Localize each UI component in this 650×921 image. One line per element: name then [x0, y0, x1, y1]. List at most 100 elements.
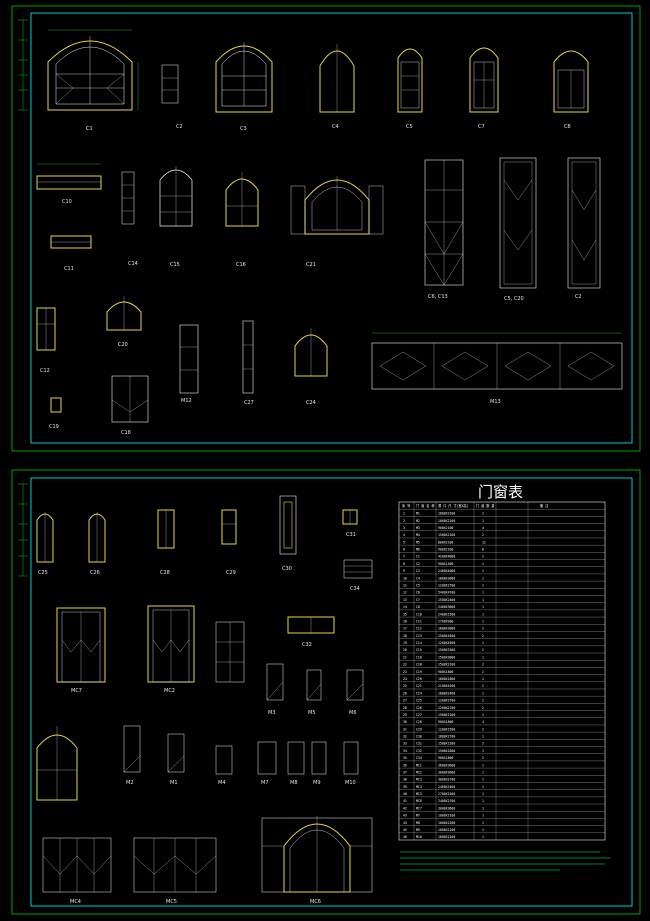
schedule-cell: 1: [482, 770, 484, 774]
schedule-cell: 1: [482, 821, 484, 825]
door-m3: [266, 663, 284, 701]
schedule-cell: 20: [403, 648, 407, 652]
window-c15: [159, 166, 193, 227]
label-c5: C5: [406, 124, 413, 130]
schedule-cell: M1: [416, 512, 420, 516]
schedule-cell: 1500X3000: [438, 655, 455, 659]
schedule-cell: 8: [403, 562, 405, 566]
schedule-cell: 1: [482, 792, 484, 796]
schedule-cell: 1: [482, 576, 484, 580]
schedule-cell: M9: [416, 828, 420, 832]
bottom-sheet: C25 C26 C28 C29 C30 C31 C34 C32 MC7 MC2 …: [11, 469, 641, 915]
schedule-cell: 1: [482, 799, 484, 803]
schedule-cell: 44: [403, 821, 407, 825]
schedule-cell: C32: [416, 749, 422, 753]
schedule-cell: 1200X2700: [438, 706, 455, 710]
schedule-cell: 1: [482, 562, 484, 566]
door-m5: [306, 669, 322, 701]
schedule-cell: MC6: [416, 799, 422, 803]
label-m3: M3: [268, 710, 276, 716]
schedule-cell: C25: [416, 699, 422, 703]
label-mc2: MC2: [164, 688, 175, 694]
schedule-cell: 1: [482, 749, 484, 753]
label-m1: M1: [170, 780, 178, 786]
door-m1: [167, 733, 185, 773]
schedule-cell: 1: [482, 584, 484, 588]
door-m2: [123, 725, 141, 773]
schedule-cell: MC3: [416, 778, 422, 782]
schedule-cell: C24: [416, 691, 422, 695]
schedule-cell: 17: [403, 627, 407, 631]
schedule-cell: 1500X2100: [438, 713, 455, 717]
label-c25: C25: [38, 570, 48, 576]
schedule-cell: 32: [403, 735, 407, 739]
schedule-cell: 1: [482, 835, 484, 839]
label-c16: C16: [236, 262, 246, 268]
schedule-cell: 1: [482, 778, 484, 782]
schedule-cell: 1000X2100: [438, 814, 455, 818]
schedule-cell: 41: [403, 799, 407, 803]
schedule-cell: 4: [482, 720, 484, 724]
window-c14: [121, 171, 135, 225]
door-m10: [343, 741, 359, 775]
label-c2-tall: C2: [575, 294, 582, 300]
top-sheet-title-strip: [18, 19, 28, 111]
schedule-cell: C6: [416, 591, 420, 595]
schedule-cell: C19: [416, 670, 422, 674]
schedule-cell: 22: [403, 663, 407, 667]
label-c3: C3: [240, 126, 247, 132]
schedule-cell: 2400X1500: [438, 612, 455, 616]
window-c31: [342, 509, 358, 525]
schedule-cell: 36: [403, 763, 407, 767]
window-c4: [319, 44, 355, 113]
window-c20: [106, 296, 142, 331]
schedule-cell: 1: [482, 619, 484, 623]
schedule-frame: [398, 501, 606, 841]
door-mc5: [133, 837, 217, 893]
schedule-cell: 34: [403, 749, 407, 753]
schedule-cell: 4: [403, 533, 405, 537]
schedule-cell: C18: [416, 663, 422, 667]
schedule-cell: C28: [416, 720, 422, 724]
schedule-cell: 26: [403, 691, 407, 695]
window-c7: [469, 47, 499, 113]
door-m9: [311, 741, 327, 775]
schedule-cell: 1800X2400: [438, 691, 455, 695]
label-c26: C26: [90, 570, 100, 576]
door-mc3: [215, 621, 245, 683]
schedule-cell: 1800X3000: [438, 576, 455, 580]
window-c12: [36, 307, 56, 351]
window-c24: [294, 328, 328, 377]
schedule-cell: 1: [482, 655, 484, 659]
schedule-cell: C21: [416, 684, 422, 688]
window-c16: [225, 172, 259, 227]
schedule-header: 序 号: [402, 503, 410, 508]
label-c34: C34: [350, 586, 360, 592]
schedule-cell: C26: [416, 706, 422, 710]
top-sheet: C1 C2 C3 C4 C5 C7 C8 C10 C11 C14 C15 C16…: [11, 5, 641, 452]
schedule-cell: 38: [403, 778, 407, 782]
label-c20: C20: [118, 342, 128, 348]
schedule-cell: 1: [482, 612, 484, 616]
schedule-cell: 900X1800: [438, 720, 453, 724]
window-c6-c13: [424, 159, 464, 286]
label-c4: C4: [332, 124, 339, 130]
schedule-cell: 1200X2700: [438, 699, 455, 703]
schedule-cell: 1200X2700: [438, 584, 455, 588]
label-c14: C14: [128, 261, 138, 267]
window-c5: [397, 48, 423, 113]
schedule-cell: 4200X4000: [438, 555, 455, 559]
schedule-cell: C29: [416, 727, 422, 731]
schedule-cell: 2: [482, 627, 484, 631]
schedule-cell: 2400X2400: [438, 785, 455, 789]
schedule-cell: 2700X900: [438, 619, 453, 623]
label-c6-c13: C6, C13: [428, 294, 448, 300]
schedule-cell: 2400X2700: [438, 799, 455, 803]
schedule-cell: 1: [482, 598, 484, 602]
window-c2-tall: [567, 157, 601, 289]
label-c30: C30: [282, 566, 292, 572]
schedule-cell: C3: [416, 569, 420, 573]
label-m8: M8: [290, 780, 298, 786]
schedule-cell: C5: [416, 584, 420, 588]
